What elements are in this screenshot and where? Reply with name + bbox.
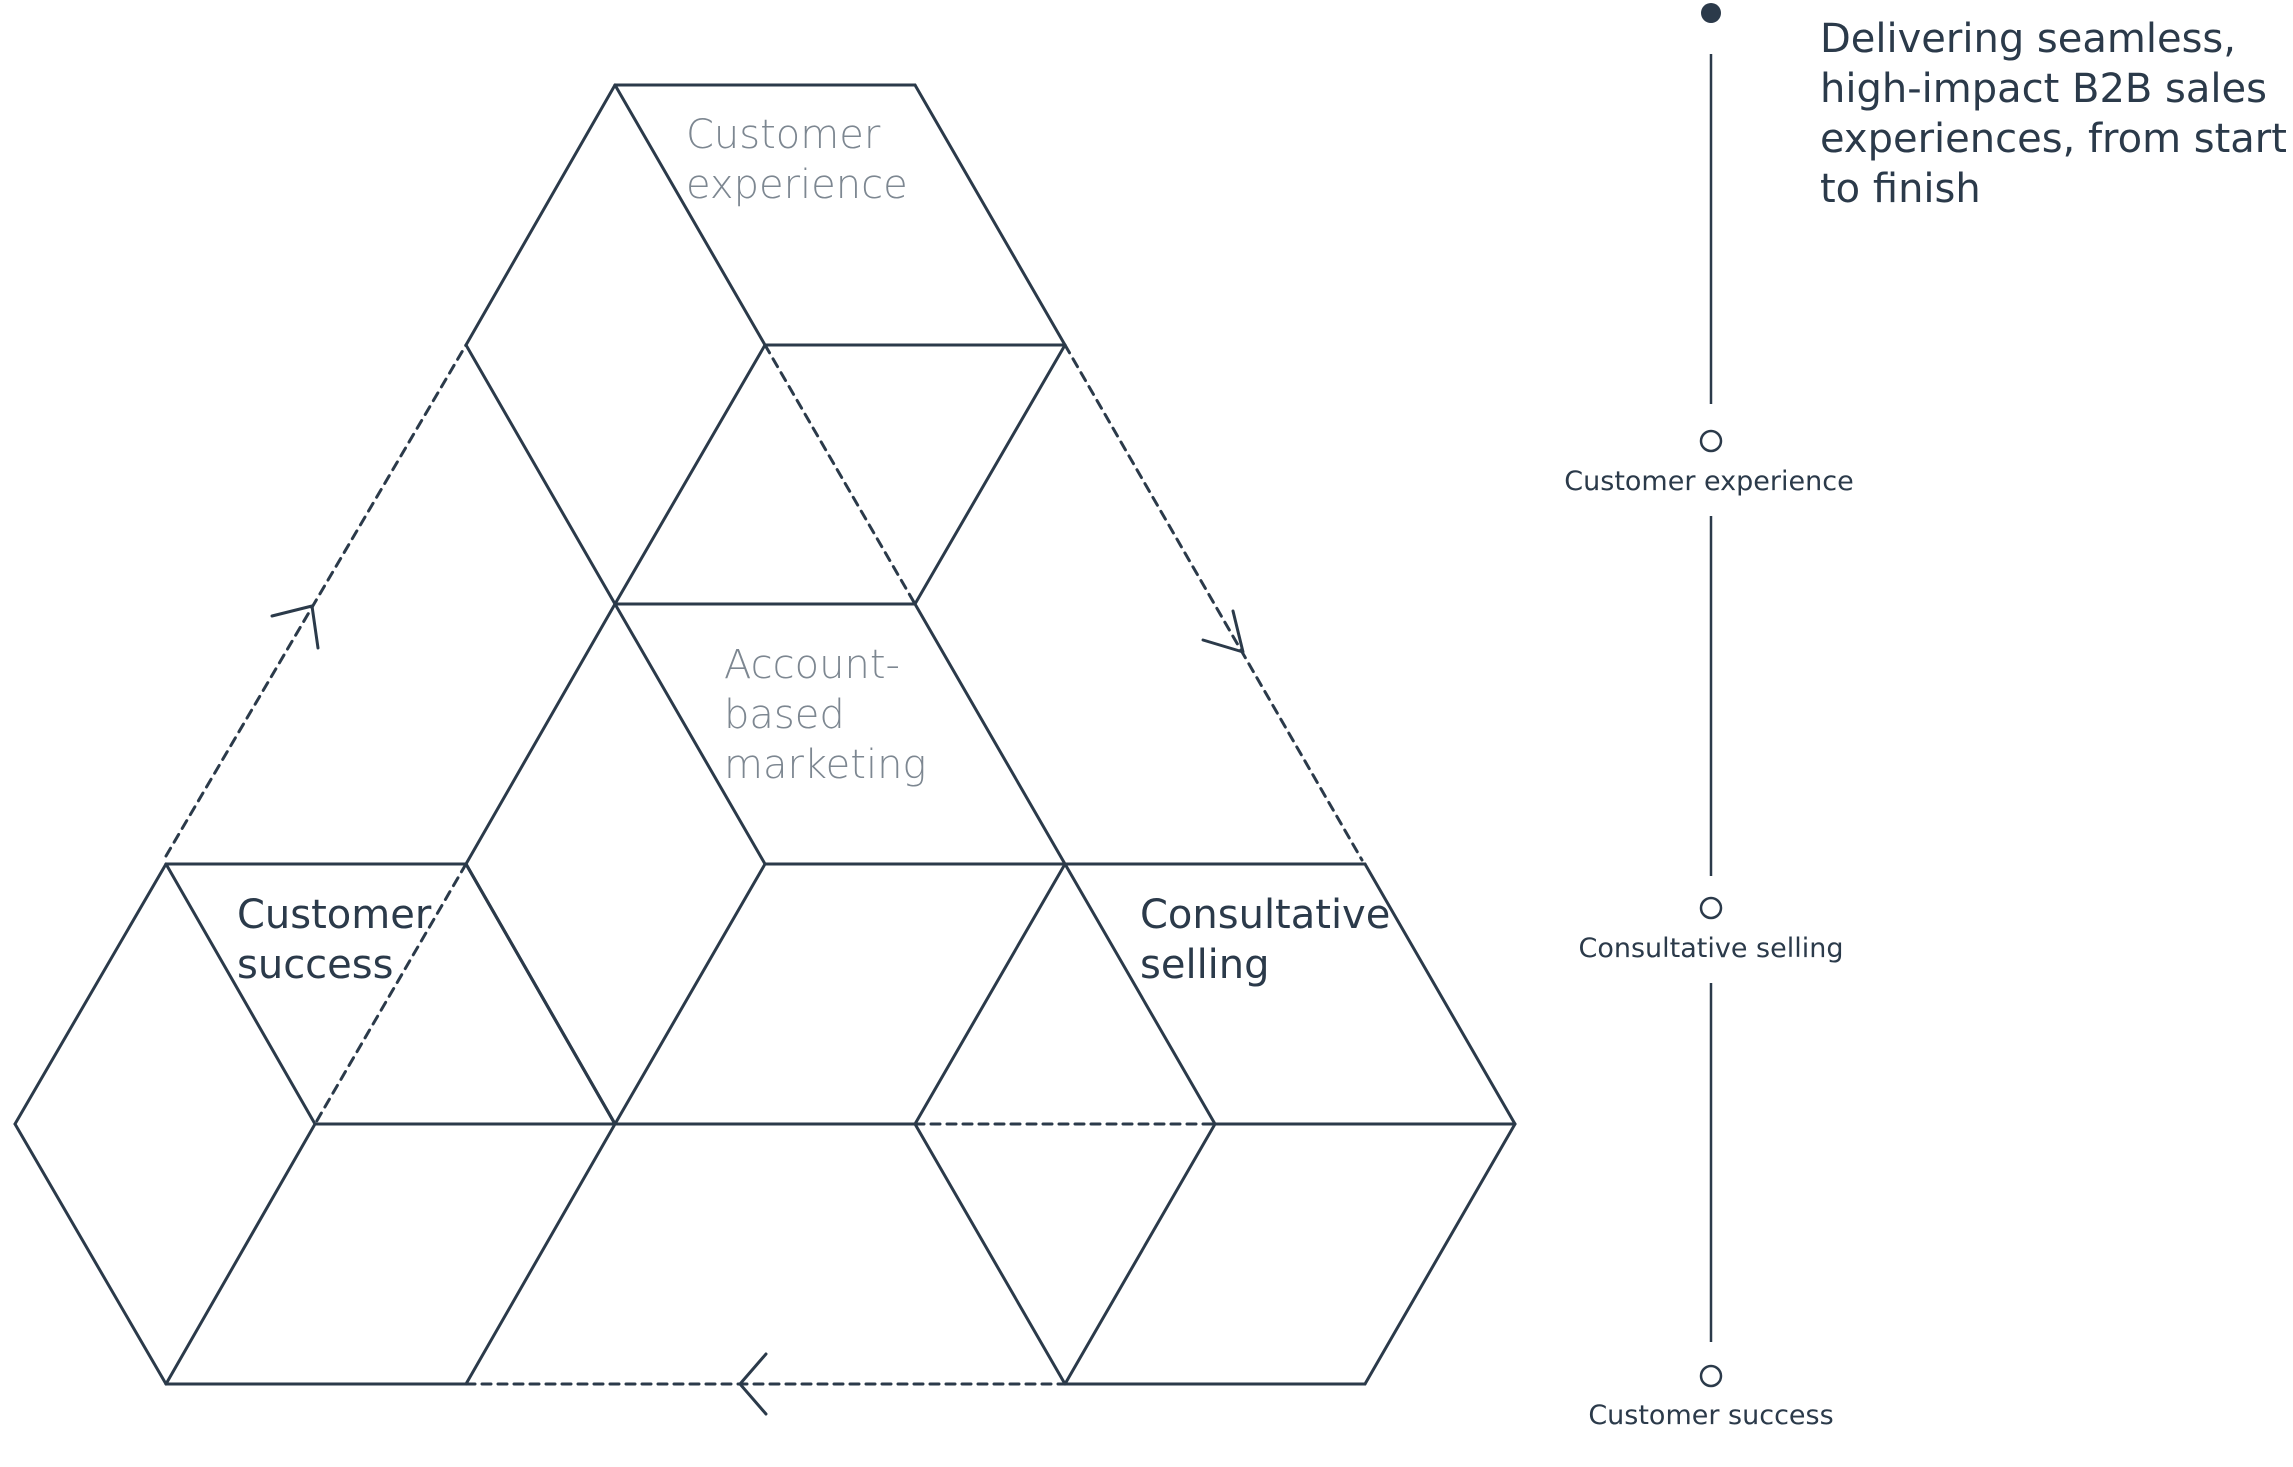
headline-line: to finish [1820, 166, 1981, 212]
grid-line [1063, 862, 1217, 1126]
label-line: marketing [724, 742, 926, 788]
grid-line [13, 1122, 168, 1386]
label-line: Customer [237, 892, 432, 938]
headline-line: Delivering seamless, [1820, 16, 2236, 62]
grid-line [613, 602, 767, 866]
cell-label-consultative-selling: Consultative selling [1140, 892, 1403, 988]
flow-arrow-icon [270, 604, 320, 650]
flow-dashed-line [1063, 343, 1364, 862]
grid-line [913, 862, 1067, 1126]
timeline-step-marker [1699, 1364, 1723, 1388]
flow-arrow-icon [738, 1352, 768, 1416]
timeline-step-marker [1699, 896, 1723, 920]
grid-line [164, 1122, 317, 1386]
timeline [1699, 3, 1723, 1388]
label-line: experience [686, 162, 908, 208]
timeline-step-label-customer-experience: Customer experience [1564, 466, 1853, 497]
grid-line [1063, 1122, 1217, 1386]
label-line: success [237, 942, 393, 988]
grid-line [464, 602, 617, 866]
grid-line [613, 862, 767, 1126]
timeline-headline: Delivering seamless, high-impact B2B sal… [1820, 16, 2293, 212]
grid-line [613, 343, 767, 606]
label-line: Customer [686, 112, 881, 158]
timeline-step-label-customer-success: Customer success [1588, 1400, 1833, 1431]
timeline-start-dot [1701, 3, 1721, 23]
flow-arrow-icon [1201, 609, 1245, 654]
grid-line [1363, 862, 1517, 1126]
headline-line: experiences, from start [1820, 116, 2287, 162]
grid-line [464, 1122, 617, 1386]
label-line: Account- [724, 642, 900, 688]
label-line: Consultative [1140, 892, 1390, 938]
cell-label-account-based-marketing: Account- based marketing [724, 642, 926, 788]
label-line: selling [1140, 942, 1270, 988]
grid-line [164, 862, 317, 1126]
flow-dashed-line [313, 862, 468, 1126]
grid-line [913, 343, 1067, 606]
label-line: based [724, 692, 845, 738]
grid-line [613, 83, 767, 347]
flow-dashed-line [763, 343, 917, 606]
grid-line [913, 83, 1067, 347]
diagram-lines [13, 83, 1517, 1416]
headline-line: high-impact B2B sales [1820, 66, 2267, 112]
grid-line [464, 83, 617, 347]
grid-line [913, 602, 1067, 866]
grid-line [13, 862, 168, 1126]
cell-label-customer-success: Customer success [237, 892, 444, 988]
flow-dashed-line [164, 343, 468, 858]
grid-line [913, 1122, 1067, 1386]
cell-label-customer-experience: Customer experience [686, 112, 908, 208]
timeline-step-marker [1699, 429, 1723, 453]
grid-line [464, 862, 617, 1126]
grid-line [1363, 1122, 1517, 1386]
grid-line [464, 343, 617, 606]
timeline-step-label-consultative-selling: Consultative selling [1579, 933, 1844, 964]
